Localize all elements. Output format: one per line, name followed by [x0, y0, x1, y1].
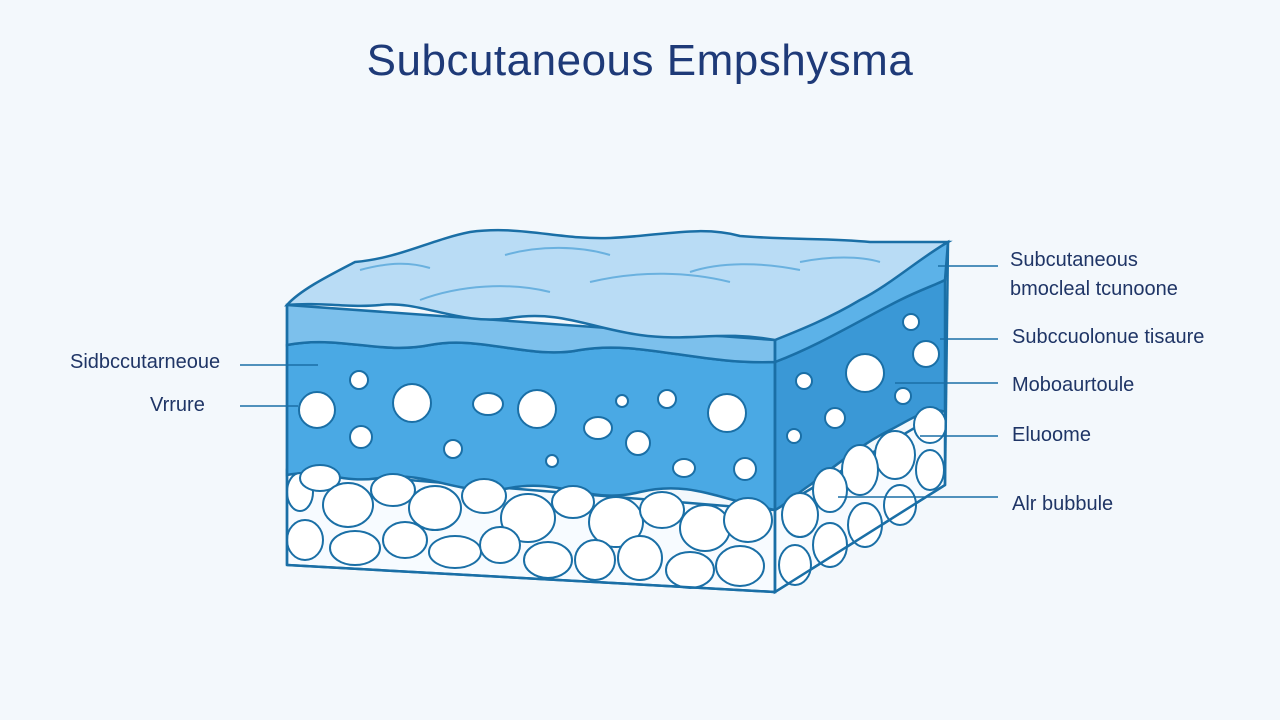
air-bubble	[672, 458, 696, 478]
surface-wave-line	[419, 285, 551, 301]
air-bubble	[517, 389, 557, 429]
air-bubble	[912, 340, 940, 368]
top-skin-surface	[284, 228, 953, 342]
air-bubble	[786, 428, 802, 444]
left-label-subcutaneous: Sidbccutarneoue	[70, 351, 221, 373]
air-bubble	[349, 370, 369, 390]
air-bubble	[625, 430, 651, 456]
right-label-tissue-line-2: bmocleal tcunoone	[1010, 278, 1178, 300]
air-bubble	[583, 416, 613, 440]
air-bubble	[707, 393, 747, 433]
air-bubble	[733, 457, 757, 481]
block-bottom-edge	[286, 563, 776, 594]
air-bubble	[443, 439, 463, 459]
surface-wave-line	[689, 263, 801, 273]
fat-cells-side	[778, 406, 947, 586]
air-bubble	[894, 387, 912, 405]
surface-wave-line	[359, 262, 431, 271]
surface-wave-line	[589, 272, 731, 283]
air-bubble	[349, 425, 373, 449]
surface-wave-line	[504, 246, 611, 256]
fat-cells-front	[286, 464, 773, 589]
right-label-subcutaneous: Subcutaneous	[1010, 249, 1138, 271]
right-label-subcutaneous-tissue: Subccuolonue tisaure	[1012, 326, 1205, 348]
right-label-air-bubble: Alr bubbule	[1012, 493, 1114, 515]
air-bubble	[795, 372, 813, 390]
air-bubble	[902, 313, 920, 331]
right-label-fluid: Eluoome	[1012, 424, 1091, 446]
diagram-title: Subcutaneous Empshysma	[366, 36, 914, 85]
front-skin-band	[285, 303, 777, 364]
block-side-right-edge	[943, 241, 950, 486]
air-bubble	[545, 454, 559, 468]
air-bubble	[615, 394, 629, 408]
air-bubble	[472, 392, 504, 416]
air-bubble	[845, 353, 885, 393]
air-bubble	[824, 407, 846, 429]
air-bubble	[298, 391, 336, 429]
right-label-molecule: Moboaurtoule	[1012, 374, 1135, 396]
air-bubble	[392, 383, 432, 423]
block-bottom-side-edge	[774, 483, 946, 594]
air-bubble	[657, 389, 677, 409]
left-label-vessel: Vrrure	[150, 394, 205, 416]
surface-wave-line	[799, 256, 881, 263]
